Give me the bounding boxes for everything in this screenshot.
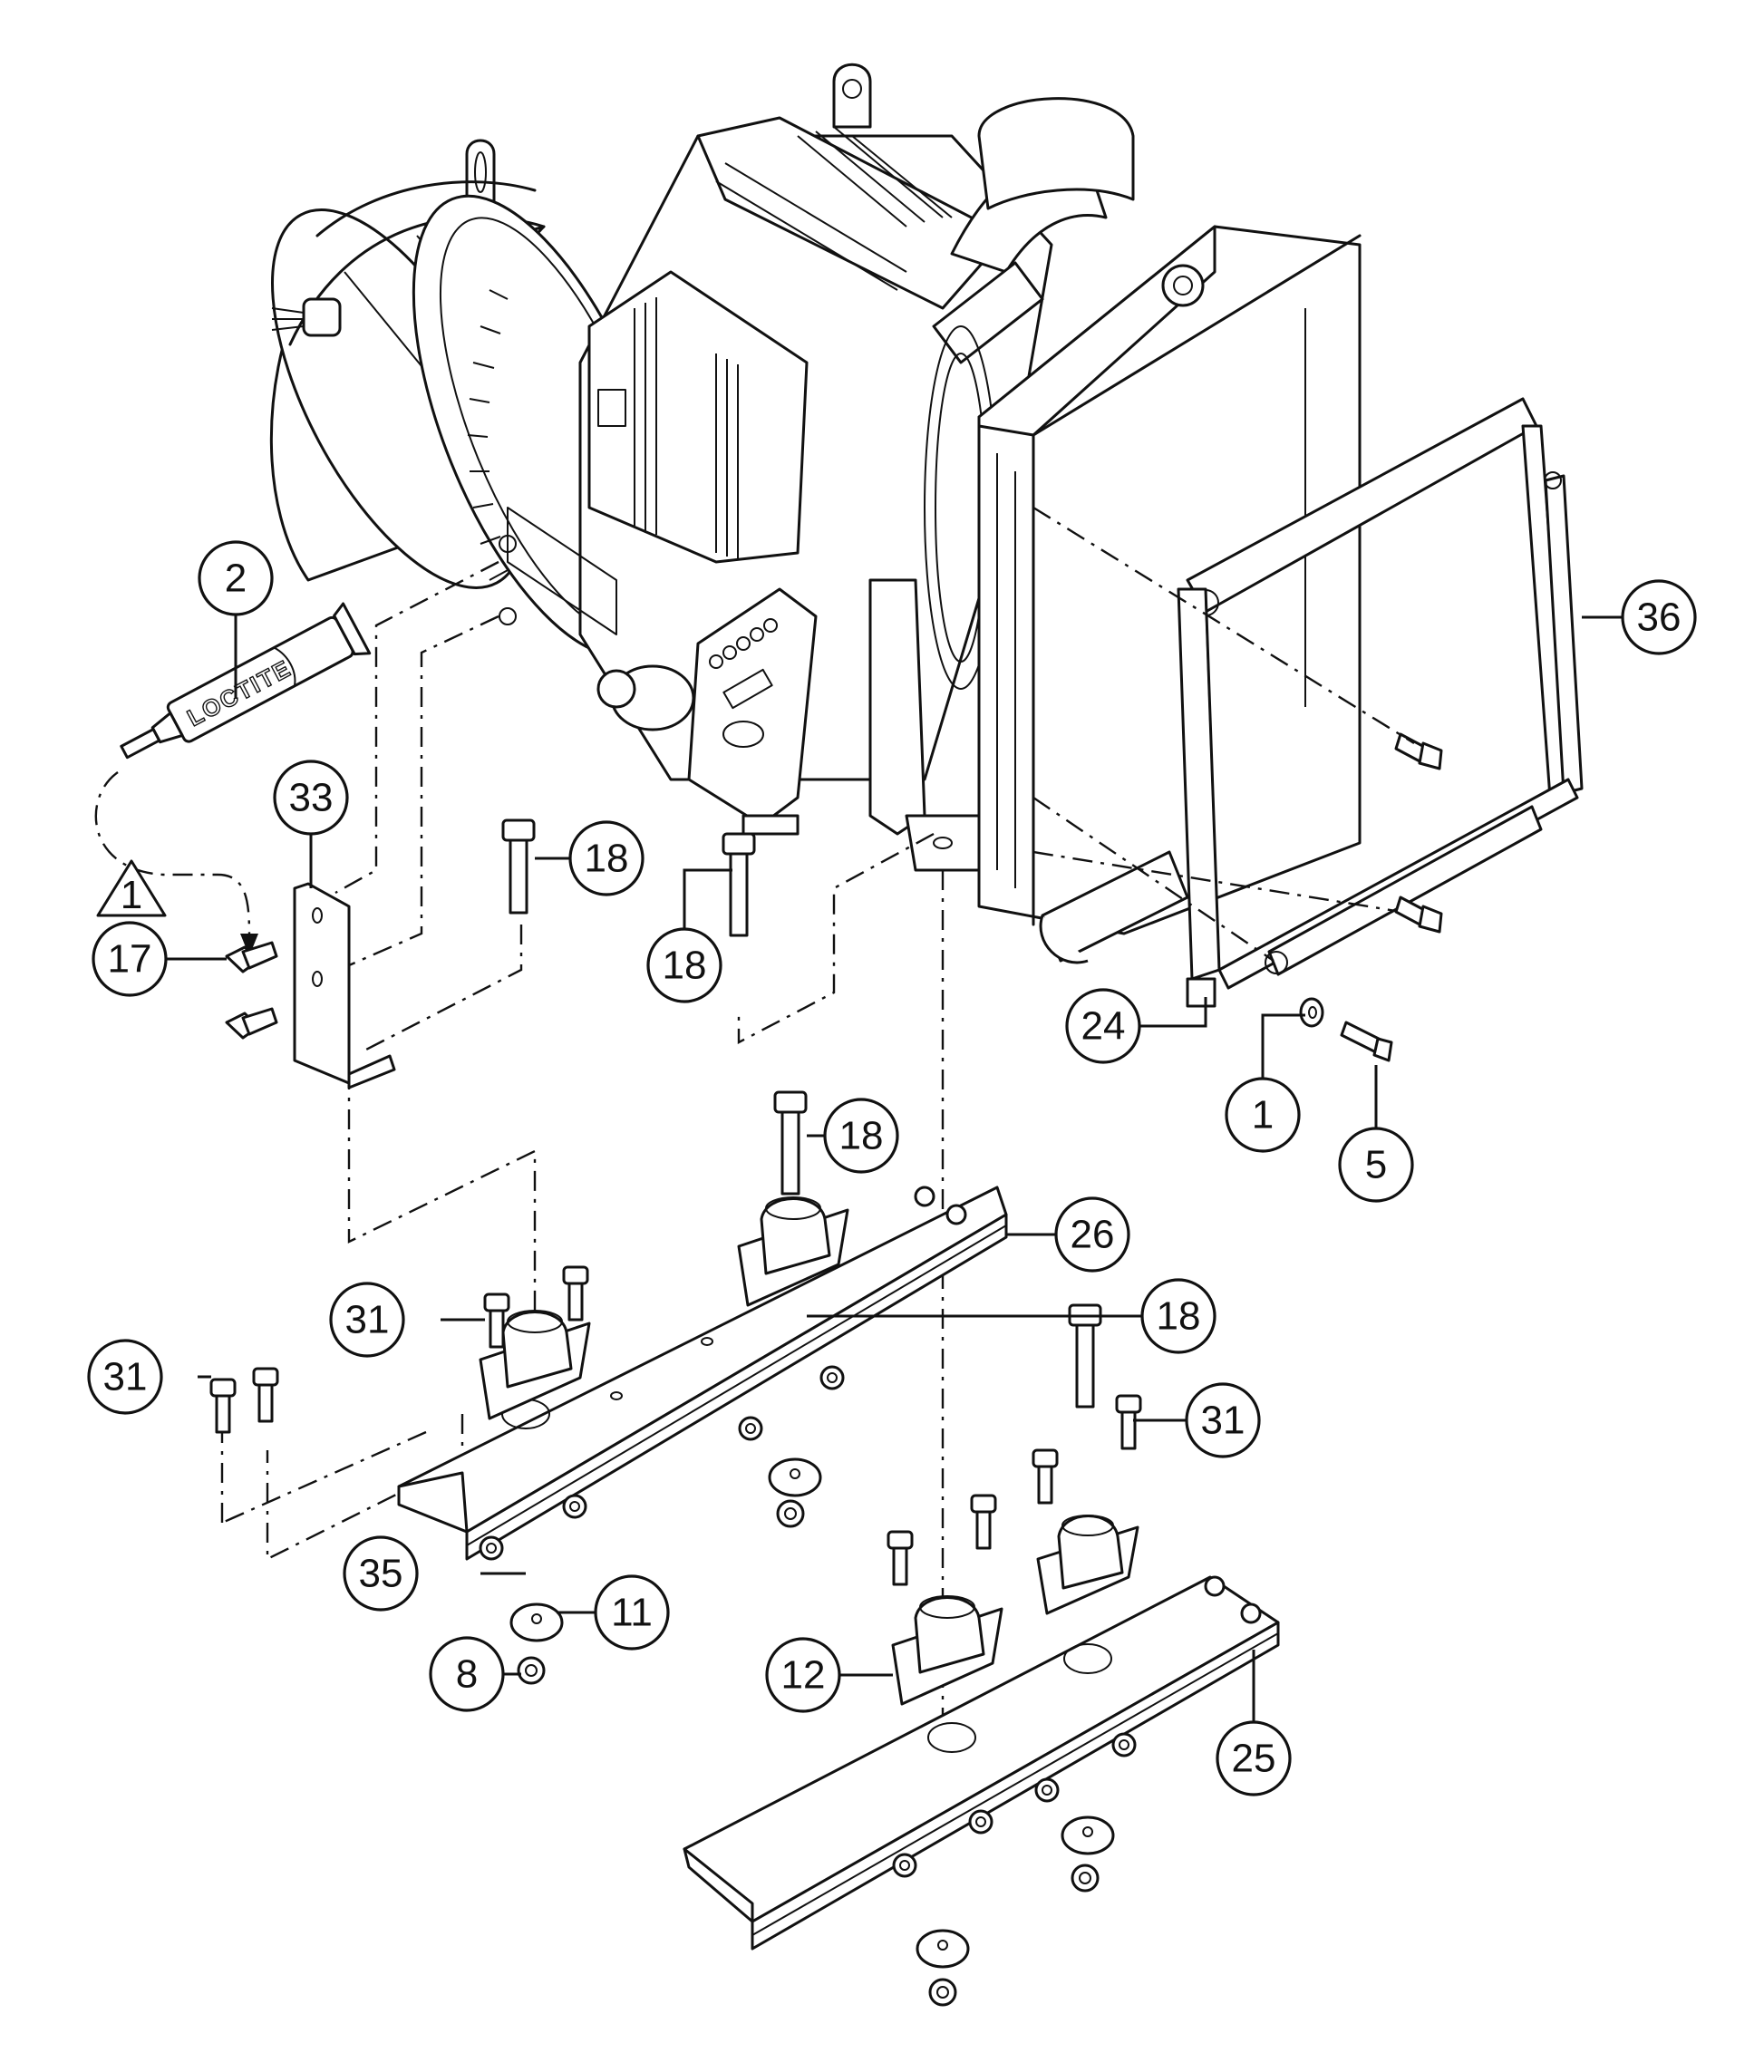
rubber-isolator-mount	[737, 1196, 849, 1307]
loctite-application-path	[94, 771, 251, 934]
flange-nut	[1111, 1732, 1137, 1757]
bracket-bolt	[225, 941, 278, 973]
rebound-washer	[768, 1457, 822, 1497]
callout-26[interactable]: 26	[1054, 1196, 1130, 1273]
flange-bolt	[1115, 1394, 1142, 1450]
callout-number: 31	[103, 1355, 148, 1399]
callout-number: 18	[839, 1114, 884, 1158]
flange-nut	[562, 1494, 587, 1519]
loctite-tube: LOCTITE	[120, 602, 372, 760]
flange-nut	[928, 1978, 957, 2007]
bracket-bolt	[225, 1007, 278, 1040]
callout-31[interactable]: 31	[87, 1339, 163, 1415]
rear-mounting-rail	[683, 1575, 1280, 1951]
callout-24[interactable]: 24	[1065, 988, 1141, 1064]
callout-18[interactable]: 18	[646, 927, 722, 1003]
callout-number: 31	[345, 1298, 390, 1342]
callout-number: 25	[1232, 1737, 1276, 1781]
flange-bolt	[483, 1293, 510, 1349]
mount-bolt	[773, 1090, 808, 1196]
note-marker: 1	[96, 859, 167, 917]
callout-5[interactable]: 5	[1338, 1127, 1414, 1203]
callout-number: 11	[611, 1591, 653, 1635]
callout-17[interactable]: 17	[92, 921, 168, 997]
radiator-bolt	[1394, 732, 1443, 770]
flange-nut	[819, 1365, 845, 1390]
mount-bolt	[501, 818, 536, 915]
flange-nut	[738, 1416, 763, 1441]
callout-31[interactable]: 31	[329, 1282, 405, 1358]
flange-bolt	[562, 1265, 589, 1322]
callout-number: 26	[1071, 1213, 1115, 1257]
l-bracket	[293, 882, 396, 1089]
arrow-head-icon	[240, 934, 258, 956]
rebound-washer	[509, 1602, 564, 1642]
rubber-isolator-mount	[891, 1595, 1003, 1706]
engine-control-panel	[687, 587, 818, 827]
callout-18[interactable]: 18	[823, 1098, 899, 1174]
flange-nut	[1034, 1777, 1060, 1803]
flange-bolt	[252, 1367, 279, 1423]
flange-nut	[1071, 1864, 1100, 1893]
callout-number: 5	[1365, 1143, 1387, 1187]
callout-36[interactable]: 36	[1621, 579, 1697, 655]
callout-number: 36	[1637, 595, 1682, 640]
front-mounting-rail	[397, 1186, 1008, 1561]
rubber-isolator-mount	[1036, 1515, 1139, 1615]
flange-bolt	[970, 1494, 997, 1550]
callout-number: 24	[1081, 1004, 1126, 1049]
callout-33[interactable]: 33	[273, 760, 349, 836]
callout-number: 33	[289, 776, 334, 820]
rebound-washer	[916, 1929, 970, 1969]
callout-number: 31	[1201, 1399, 1245, 1443]
engine-block	[499, 63, 1135, 872]
callout-35[interactable]: 35	[343, 1535, 419, 1612]
callout-number: 1	[1252, 1093, 1274, 1138]
rubber-isolator-mount	[479, 1310, 591, 1420]
callout-2[interactable]: 2	[198, 540, 274, 616]
mount-bolt	[722, 832, 756, 937]
callout-number: 18	[663, 944, 707, 988]
flange-nut	[776, 1499, 805, 1528]
callout-12[interactable]: 12	[765, 1637, 841, 1713]
washer	[1299, 997, 1324, 1028]
rebound-washer	[1061, 1815, 1115, 1855]
flange-nut	[479, 1535, 504, 1561]
hex-bolt	[1340, 1021, 1393, 1062]
flange-bolt	[887, 1530, 914, 1586]
callout-number: 2	[225, 557, 247, 601]
mount-bolt	[1068, 1303, 1102, 1409]
callout-18[interactable]: 18	[1140, 1278, 1216, 1354]
radiator-shroud-frame	[1177, 397, 1584, 1008]
callout-25[interactable]: 25	[1216, 1720, 1292, 1796]
leader-lines	[166, 615, 1623, 1722]
radiator	[977, 225, 1362, 964]
flange-bolt	[209, 1378, 237, 1434]
note-marker-number: 1	[121, 873, 142, 917]
assembly-guide-lines	[94, 506, 1415, 1822]
flange-nut	[968, 1809, 993, 1835]
callout-11[interactable]: 11	[594, 1574, 670, 1651]
callout-8[interactable]: 8	[429, 1636, 505, 1712]
flange-bolt	[1032, 1448, 1059, 1505]
callout-31[interactable]: 31	[1185, 1382, 1261, 1458]
callout-number: 8	[456, 1652, 478, 1697]
warning-triangle-icon	[96, 859, 167, 917]
callout-number: 18	[585, 837, 629, 881]
callout-1[interactable]: 1	[1225, 1077, 1301, 1153]
callout-number: 35	[359, 1552, 403, 1596]
flange-nut	[892, 1853, 917, 1878]
engine-generator-assembly	[269, 63, 1584, 1008]
callout-number: 18	[1157, 1294, 1201, 1339]
callout-18[interactable]: 18	[568, 820, 645, 896]
radiator-bolt	[1394, 896, 1443, 934]
callout-number: 12	[781, 1653, 826, 1698]
callout-number: 17	[108, 937, 152, 982]
flange-nut	[517, 1656, 546, 1685]
